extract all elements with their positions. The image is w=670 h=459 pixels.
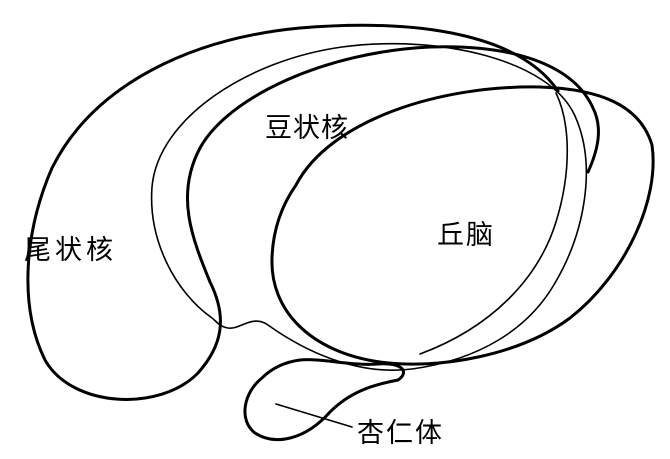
caudate-nucleus-label: 尾状核 [24, 235, 117, 266]
thalamus-outline [270, 85, 655, 366]
internal-capsule-curve [419, 92, 569, 355]
lentiform-nucleus-outline [150, 42, 588, 371]
caudate-nucleus-outline [26, 23, 600, 401]
amygdala-leader-line [275, 403, 353, 428]
amygdala-outline [243, 358, 405, 441]
lentiform-nucleus-label: 豆状核 [265, 113, 349, 144]
thalamus-label: 丘脑 [437, 220, 495, 251]
amygdala-label: 杏仁体 [357, 418, 444, 449]
